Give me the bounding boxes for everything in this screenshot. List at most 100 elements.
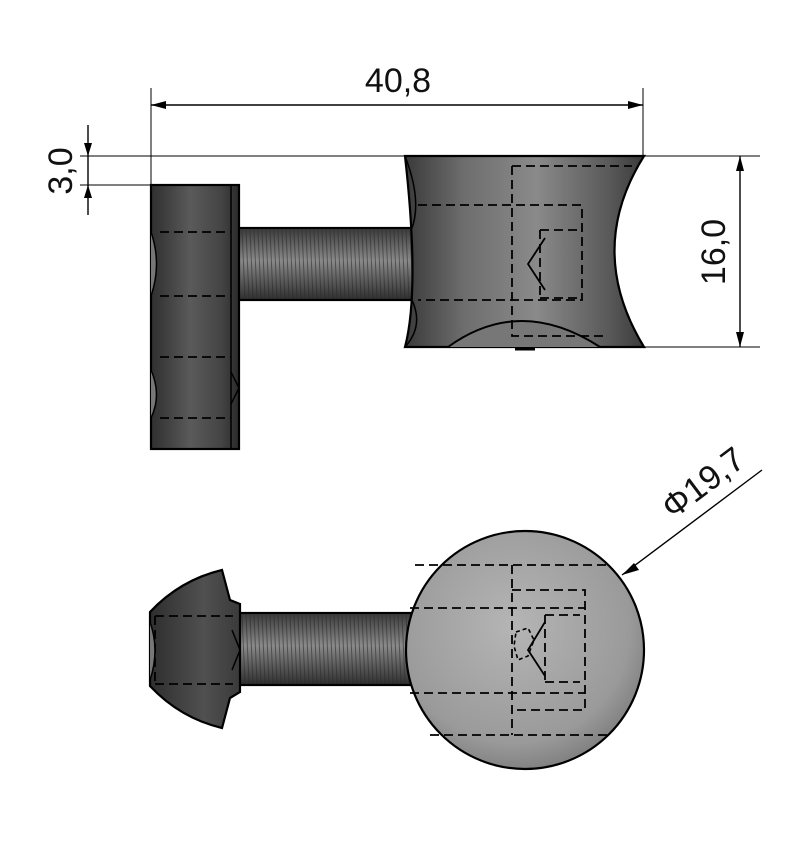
thread-line (357, 614, 362, 684)
dimension-label-barrel-height: 16,0 (695, 219, 733, 285)
thread-line (397, 614, 402, 684)
thread-line (341, 229, 346, 299)
thread-line (257, 229, 262, 299)
thread-line (325, 229, 330, 299)
thread-line (289, 229, 294, 299)
thread-line (393, 614, 398, 684)
thread-line (301, 229, 306, 299)
dimension-label-plate-thickness: 3,0 (42, 147, 80, 194)
thread-line (277, 614, 282, 684)
thread-line (373, 614, 378, 684)
thread-line (305, 229, 310, 299)
thread-line (393, 229, 398, 299)
thread-line (285, 614, 290, 684)
dimension-barrel-diameter: Φ19,7 (621, 440, 763, 576)
thread-line (297, 614, 302, 684)
thread-line (397, 229, 402, 299)
thread-line (317, 229, 322, 299)
thread-line (277, 229, 282, 299)
thread-line (365, 614, 370, 684)
thread-line (353, 614, 358, 684)
thread-line (245, 229, 250, 299)
thread-line (329, 229, 334, 299)
thread-line (309, 229, 314, 299)
thread-line (269, 229, 274, 299)
thread-line (385, 229, 390, 299)
thread-line (269, 614, 274, 684)
thread-line (245, 614, 250, 684)
thread-line (273, 229, 278, 299)
t-nut-dome (148, 568, 242, 730)
thread-line (261, 614, 266, 684)
thread-line (325, 614, 330, 684)
thread-line (249, 229, 254, 299)
dimension-label-overall-length: 40,8 (365, 62, 431, 100)
thread-line (345, 229, 350, 299)
thread-line (353, 229, 358, 299)
thread-pattern (241, 614, 414, 684)
thread-line (305, 614, 310, 684)
thread-line (241, 229, 246, 299)
thread-line (373, 229, 378, 299)
thread-line (349, 229, 354, 299)
dimension-barrel-height: 16,0 (644, 155, 760, 348)
thread-line (241, 614, 246, 684)
thread-line (337, 229, 342, 299)
thread-line (357, 229, 362, 299)
thread-line (389, 229, 394, 299)
thread-line (289, 614, 294, 684)
thread-line (361, 614, 366, 684)
thread-line (401, 229, 406, 299)
thread-line (381, 229, 386, 299)
thread-line (345, 614, 350, 684)
thread-line (329, 614, 334, 684)
thread-line (265, 614, 270, 684)
thread-line (253, 229, 258, 299)
thread-line (369, 614, 374, 684)
thread-line (249, 614, 254, 684)
thread-line (333, 614, 338, 684)
thread-line (253, 614, 258, 684)
thread-line (337, 614, 342, 684)
dimension-plate-thickness: 3,0 (42, 125, 405, 215)
dimension-overall-length: 40,8 (150, 62, 644, 185)
thread-line (385, 614, 390, 684)
thread-line (377, 614, 382, 684)
thread-line (341, 614, 346, 684)
thread-line (301, 614, 306, 684)
thread-line (281, 614, 286, 684)
thread-line (285, 229, 290, 299)
thread-line (333, 229, 338, 299)
barrel-disc (404, 529, 646, 771)
thread-line (405, 229, 410, 299)
thread-line (369, 229, 374, 299)
thread-line (321, 229, 326, 299)
thread-line (401, 614, 406, 684)
thread-line (317, 614, 322, 684)
thread-line (377, 229, 382, 299)
bolt-shank-plan (236, 611, 418, 687)
thread-line (313, 229, 318, 299)
thread-line (349, 614, 354, 684)
thread-line (321, 614, 326, 684)
top-view: Φ19,7 (148, 440, 763, 771)
thread-line (365, 229, 370, 299)
thread-line (257, 614, 262, 684)
bolt-shank (236, 226, 418, 302)
side-view: 40,8 3,0 16,0 (42, 62, 760, 451)
thread-line (265, 229, 270, 299)
thread-line (261, 229, 266, 299)
thread-line (313, 614, 318, 684)
t-nut-plate (149, 183, 241, 451)
thread-line (381, 614, 386, 684)
thread-line (297, 229, 302, 299)
thread-line (361, 229, 366, 299)
barrel-nut (403, 154, 646, 351)
thread-line (389, 614, 394, 684)
thread-line (309, 614, 314, 684)
thread-line (273, 614, 278, 684)
thread-line (281, 229, 286, 299)
thread-line (293, 614, 298, 684)
thread-line (293, 229, 298, 299)
